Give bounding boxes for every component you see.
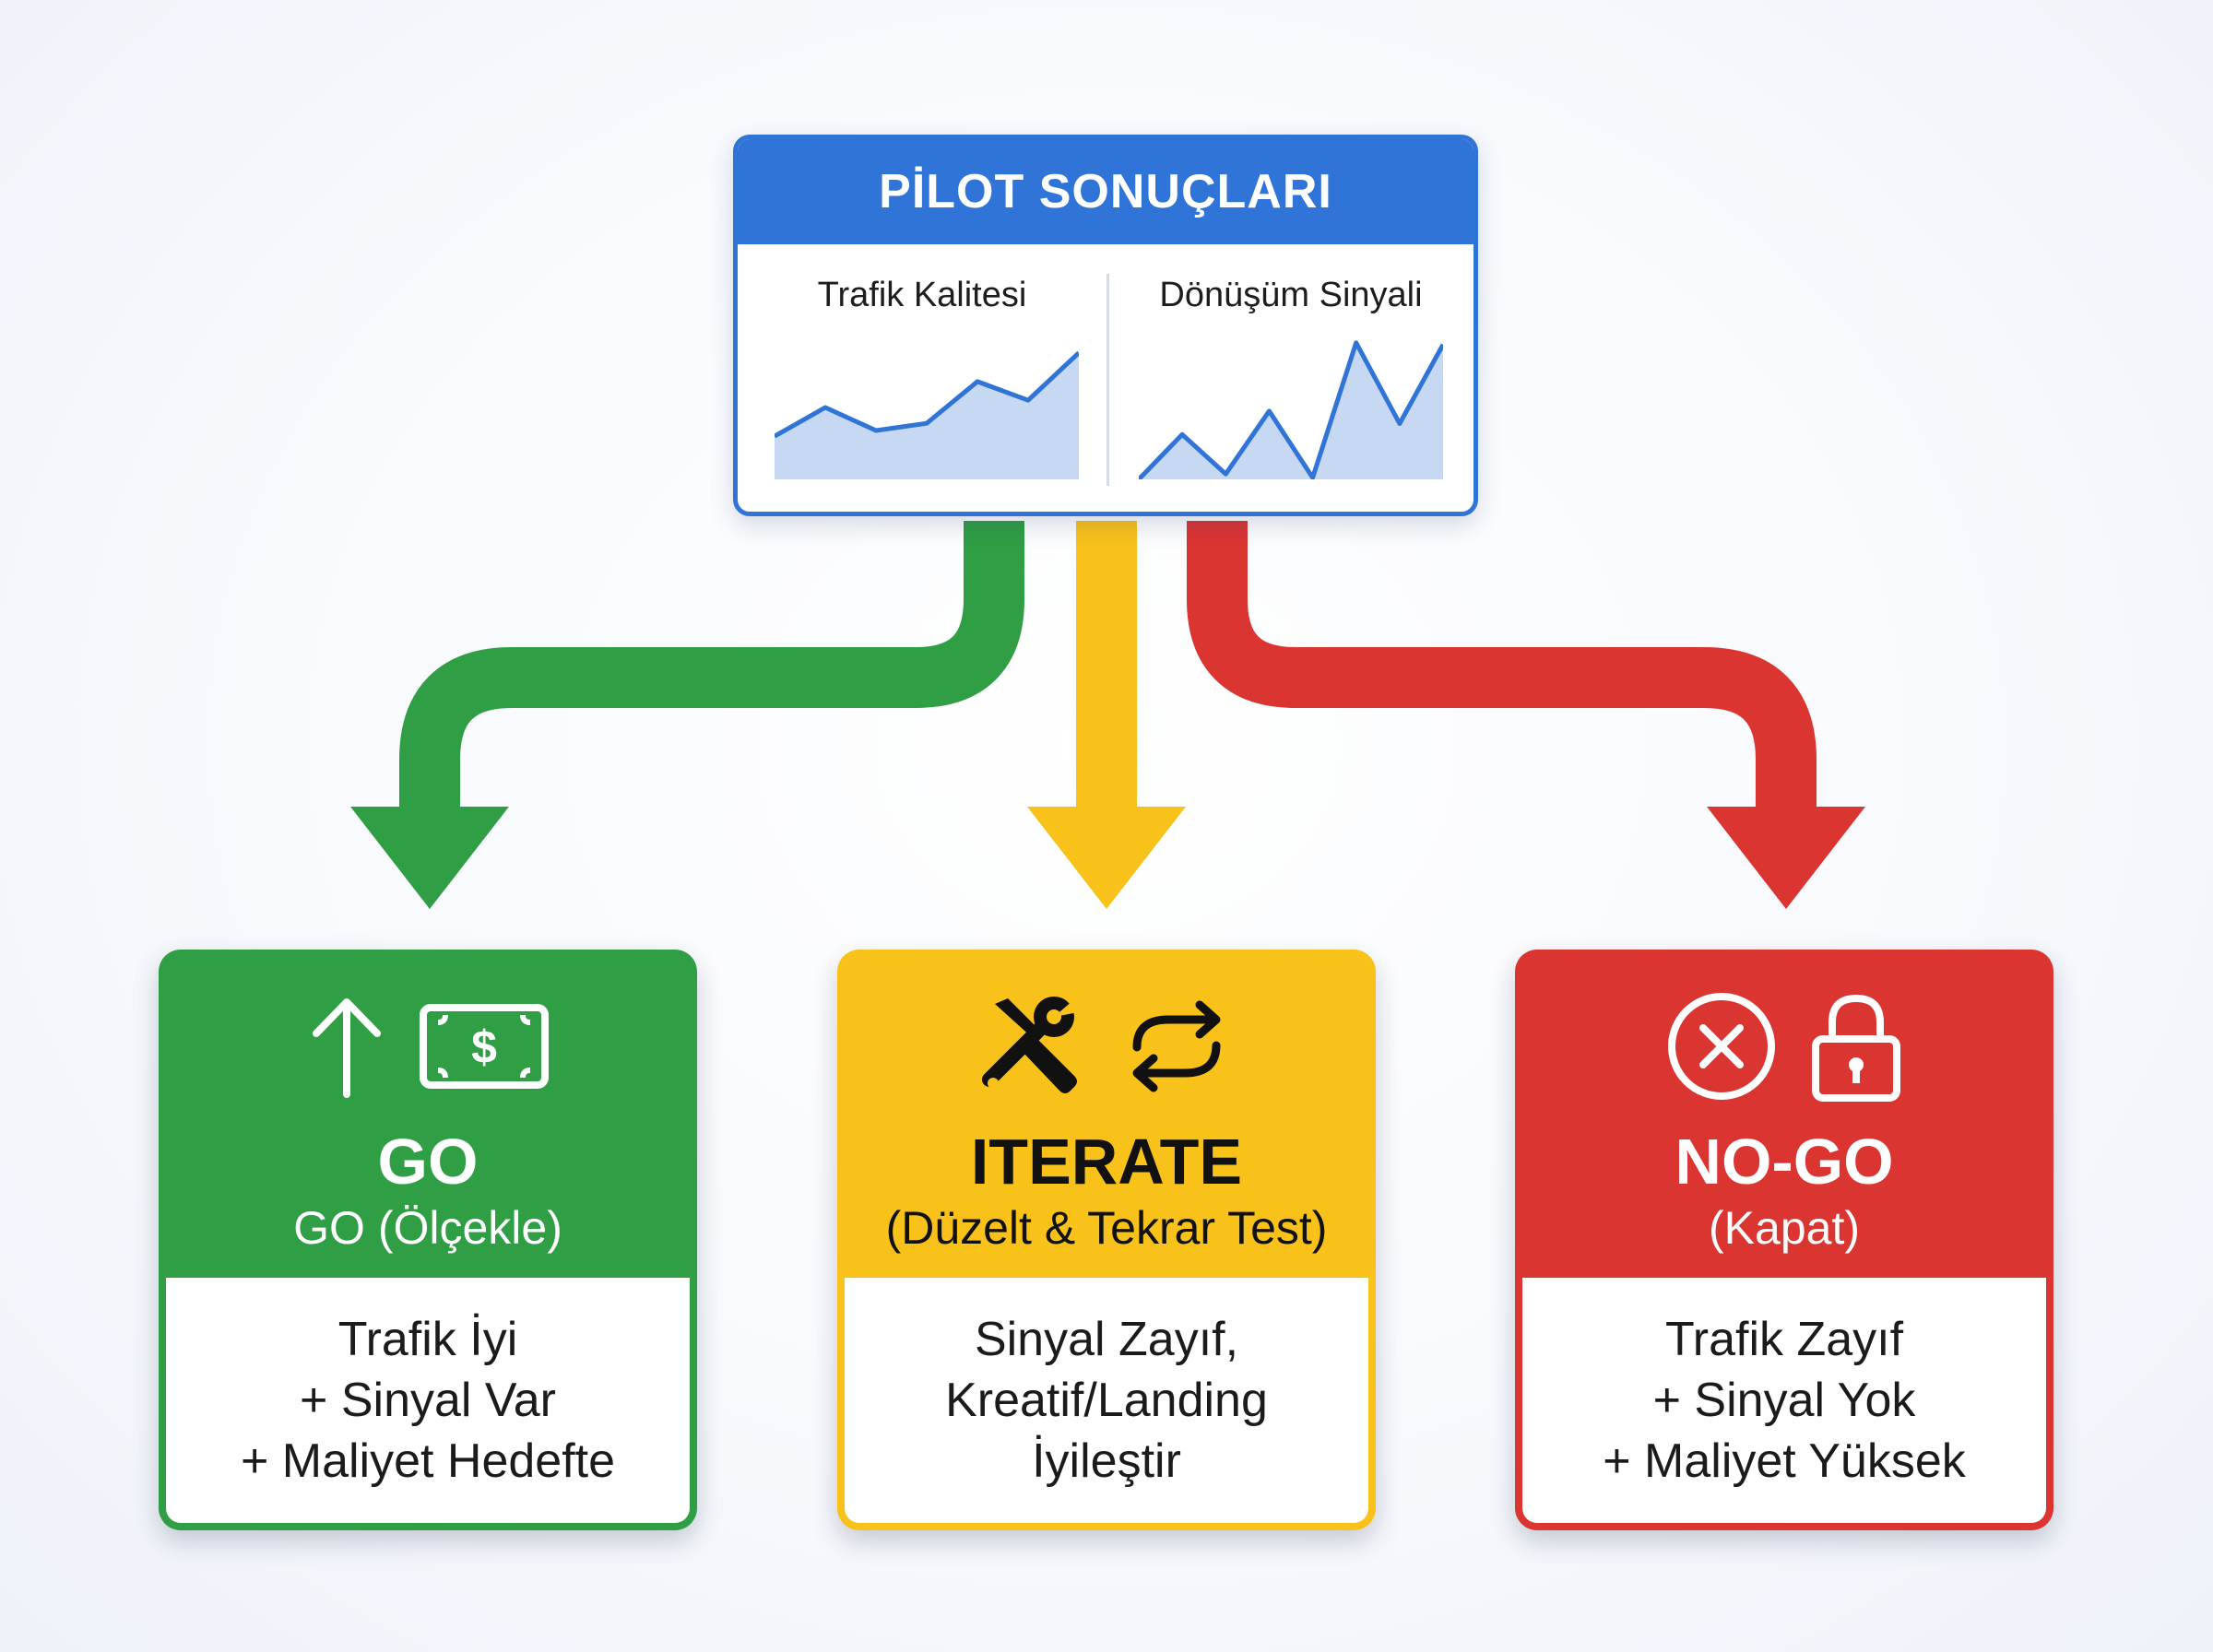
traffic-quality-chart	[775, 350, 1079, 479]
repeat-icon	[1117, 996, 1237, 1102]
nogo-criteria-line: + Maliyet Yüksek	[1603, 1434, 1966, 1488]
arrow-to-nogo	[1187, 521, 1817, 816]
arrowhead-go	[350, 807, 509, 909]
go-subtitle: GO (Ölçekle)	[293, 1202, 562, 1254]
nogo-title: NO-GO	[1675, 1126, 1894, 1198]
go-criteria: Trafik İyi + Sinyal Var + Maliyet Hedeft…	[166, 1278, 690, 1523]
pilot-results-title: PİLOT SONUÇLARI	[738, 139, 1473, 244]
go-criteria-line: + Maliyet Hedefte	[240, 1434, 616, 1488]
iterate-card: ITERATE (Düzelt & Tekrar Test) Sinyal Za…	[837, 950, 1376, 1530]
nogo-criteria-line: + Sinyal Yok	[1652, 1374, 1916, 1427]
go-criteria-line: Trafik İyi	[337, 1313, 518, 1366]
iterate-criteria-line: İyileştir	[1032, 1434, 1181, 1488]
iterate-icons	[837, 988, 1376, 1108]
arrowhead-nogo	[1707, 807, 1865, 909]
tools-icon	[976, 991, 1087, 1106]
x-circle-icon	[1664, 989, 1779, 1108]
go-icons: $	[159, 988, 697, 1108]
arrow-up-icon	[305, 991, 388, 1106]
nogo-criteria-line: Trafik Zayıf	[1664, 1313, 1904, 1366]
traffic-quality-title: Trafik Kalitesi	[817, 276, 1027, 314]
go-criteria-line: + Sinyal Var	[300, 1374, 556, 1427]
chart-line	[775, 350, 1079, 439]
arrowhead-iterate	[1027, 807, 1186, 909]
go-card: $ GO GO (Ölçekle) Trafik İyi + Sinyal Va…	[159, 950, 697, 1530]
iterate-subtitle: (Düzelt & Tekrar Test)	[885, 1202, 1328, 1254]
iterate-title: ITERATE	[970, 1126, 1243, 1198]
iterate-criteria-line: Kreatif/Landing	[945, 1374, 1268, 1427]
pilot-results-body: Trafik Kalitesi Dönüşüm Sinyali	[738, 244, 1473, 512]
chart-divider	[1106, 274, 1109, 486]
iterate-criteria: Sinyal Zayıf, Kreatif/Landing İyileştir	[845, 1278, 1368, 1523]
nogo-criteria: Trafik Zayıf + Sinyal Yok + Maliyet Yüks…	[1522, 1278, 2046, 1523]
conversion-signal-title: Dönüşüm Sinyali	[1159, 276, 1423, 314]
nogo-subtitle: (Kapat)	[1709, 1202, 1860, 1254]
conversion-signal-chart	[1139, 340, 1443, 479]
money-bill-icon: $	[418, 1000, 550, 1097]
pilot-results-card: PİLOT SONUÇLARI Trafik Kalitesi Dönüşüm …	[733, 135, 1478, 516]
chart-area	[1139, 342, 1443, 479]
chart-line	[1139, 340, 1443, 479]
chart-area	[775, 352, 1079, 479]
iterate-criteria-line: Sinyal Zayıf,	[974, 1313, 1239, 1366]
svg-text:$: $	[471, 1021, 497, 1073]
arrow-to-go	[399, 521, 1024, 816]
lock-icon	[1808, 989, 1904, 1108]
nogo-icons	[1515, 988, 2053, 1108]
nogo-card: NO-GO (Kapat) Trafik Zayıf + Sinyal Yok …	[1515, 950, 2053, 1530]
go-title: GO	[377, 1126, 479, 1198]
